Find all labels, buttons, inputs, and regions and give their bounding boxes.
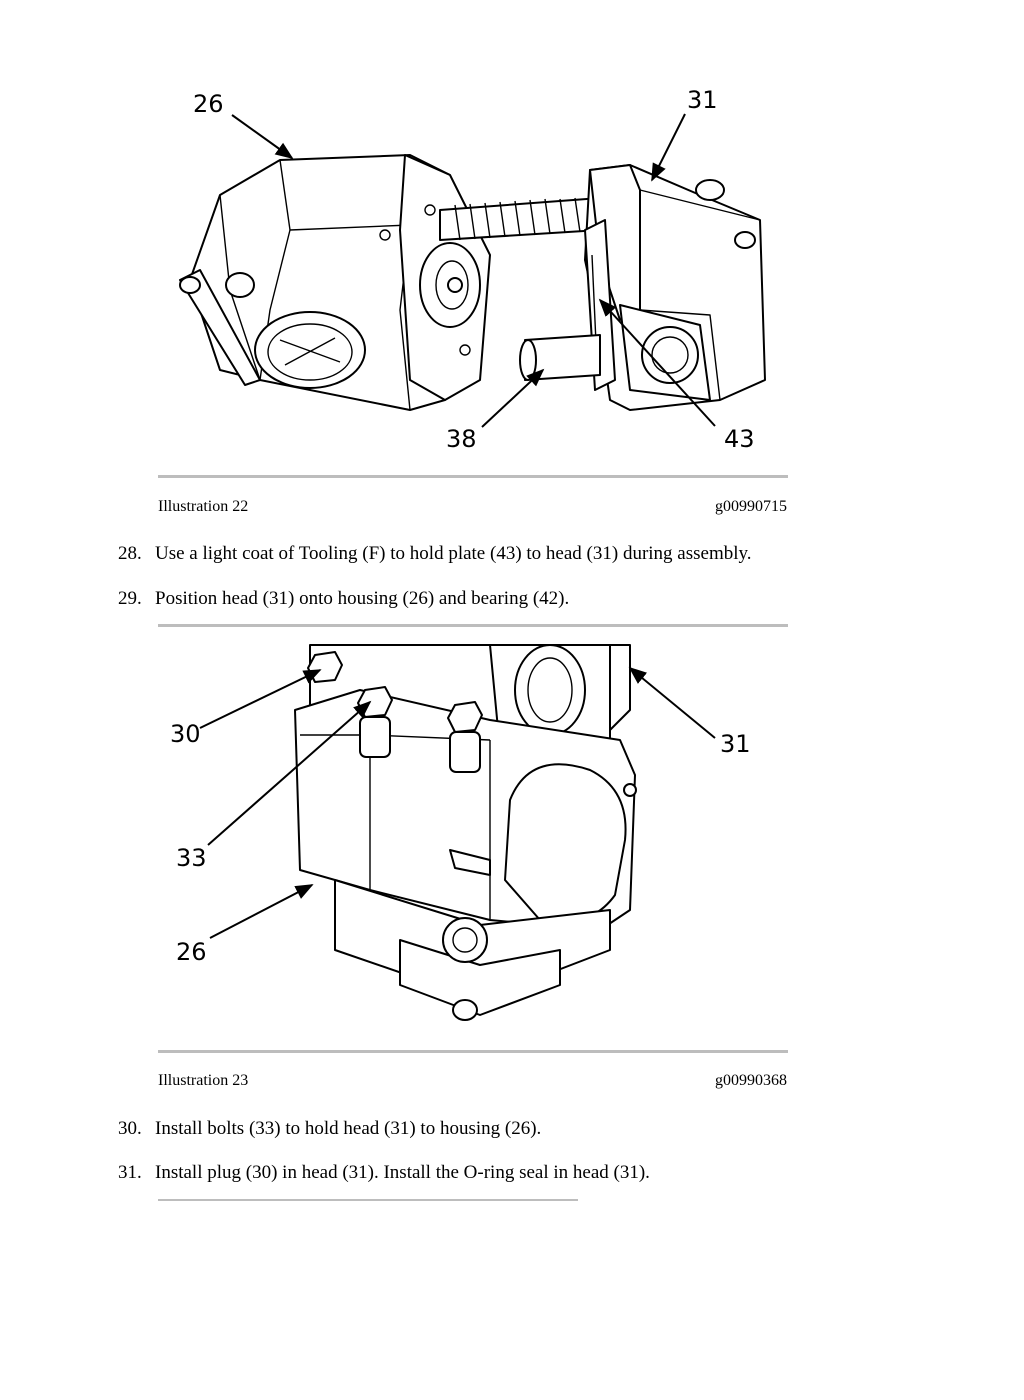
divider — [158, 624, 788, 627]
pump-assembly-drawing: 30 31 33 26 — [170, 644, 751, 1021]
step-28: 28. Use a light coat of Tooling (F) to ho… — [118, 543, 752, 565]
step-number: 29. — [118, 588, 142, 609]
callout-31: 31 — [720, 730, 751, 758]
callout-30: 30 — [170, 720, 201, 748]
step-number: 28. — [118, 543, 142, 564]
callout-26: 26 — [193, 90, 224, 118]
step-text: Install plug (30) in head (31). Install … — [155, 1162, 650, 1183]
callout-43: 43 — [724, 425, 755, 453]
illustration-caption: Illustration 22 — [158, 498, 249, 515]
illustration-23: 30 31 33 26 — [160, 640, 800, 1040]
step-29: 29. Position head (31) onto housing (26) … — [118, 588, 569, 610]
callout-26: 26 — [176, 938, 207, 966]
callout-38: 38 — [446, 425, 477, 453]
step-number: 30. — [118, 1118, 142, 1139]
illustration-code: g00990715 — [715, 498, 787, 515]
step-text: Position head (31) onto housing (26) and… — [155, 588, 570, 609]
step-text: Use a light coat of Tooling (F) to hold … — [155, 543, 752, 564]
step-31: 31. Install plug (30) in head (31). Insta… — [118, 1162, 650, 1184]
callout-33: 33 — [176, 844, 207, 872]
step-30: 30. Install bolts (33) to hold head (31) … — [118, 1118, 541, 1140]
divider — [158, 1050, 788, 1053]
illustration-code: g00990368 — [715, 1072, 787, 1089]
divider — [158, 475, 788, 478]
step-number: 31. — [118, 1162, 142, 1183]
step-text: Install bolts (33) to hold head (31) to … — [155, 1118, 542, 1139]
pump-exploded-drawing: 26 31 38 43 — [179, 86, 766, 453]
illustration-caption: Illustration 23 — [158, 1072, 249, 1089]
divider — [158, 1199, 578, 1201]
callout-31: 31 — [687, 86, 718, 114]
illustration-22: 26 31 38 43 — [160, 80, 800, 460]
